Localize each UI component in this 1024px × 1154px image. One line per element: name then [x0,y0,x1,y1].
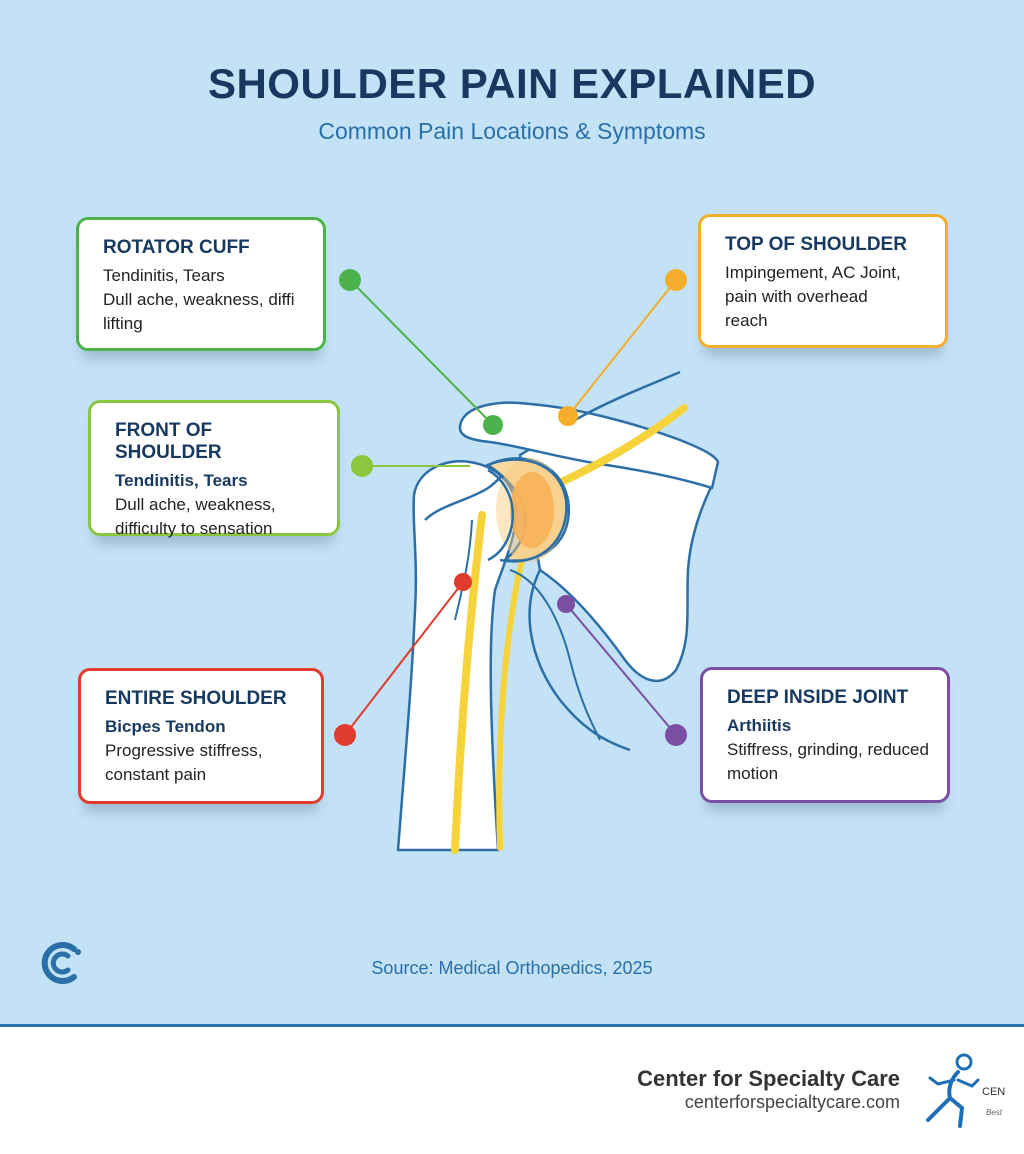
marker-rotator-cuff-outer [339,269,361,291]
scapula-lower-edge [528,569,631,752]
source-citation: Source: Medical Orthopedics, 2025 [371,958,653,978]
page-title: SHOULDER PAIN EXPLAINED [207,60,817,107]
marker-entire-outer [334,724,356,746]
footer-divider [0,1024,1024,1027]
card-top-of-shoulder: TOP OF SHOULDER Impingement, AC Joint, p… [698,214,948,348]
joint-inflammation [510,472,554,548]
shoulder-anatomy-diagram [334,269,720,854]
marker-rotator-cuff-inner [483,415,503,435]
card-description: Progressive stiffress, constant pain [105,741,263,784]
joint-inflammation-glow [496,458,564,562]
card-subtitle: Impingement, AC Joint, [725,263,901,282]
card-title: DEEP INSIDE JOINT [727,687,909,708]
card-front-of-shoulder: FRONT OF SHOULDER Tendinitis, Tears Dull… [88,400,340,538]
card-entire-shoulder: ENTIRE SHOULDER Bicpes Tendon Progressiv… [78,668,324,804]
acromion [458,401,720,490]
card-subtitle: Tendinitis, Tears [103,266,225,285]
card-description: Stiffress, grinding, reduced motion [727,740,929,783]
card-subtitle: Tendinitis, Tears [115,471,248,490]
card-title: ENTIRE SHOULDER [105,688,287,709]
biceps-tendon [451,511,486,854]
marker-top-inner [558,406,578,426]
marker-front-outer [351,455,373,477]
org-url[interactable]: centerforspecialtycare.com [684,1092,900,1112]
scapula-ridge [574,370,681,422]
connector-top-of-shoulder [567,279,677,417]
card-subtitle: Arthiitis [727,716,792,735]
connector-rotator-cuff [349,279,494,426]
running-figure-icon [926,1053,980,1128]
connector-deep-inside-joint [565,603,677,736]
card-subtitle: Bicpes Tendon [105,717,226,736]
card-title: FRONT OF SHOULDER [115,420,222,463]
card-description: pain with overhead reach [725,287,868,330]
emblem-tagline: Best [986,1108,1003,1117]
card-title: ROTATOR CUFF [103,237,250,258]
card-rotator-cuff: ROTATOR CUFF Tendinitis, Tears Dull ache… [76,217,326,351]
marker-deep-inner [557,595,575,613]
humeral-head-outline [487,468,515,562]
glenoid-rim [487,458,568,563]
card-description: Dull ache, weakness, difficulty to sensa… [115,495,276,538]
card-description: Dull ache, weakness, diffi lifting [103,290,295,333]
marker-deep-outer [665,724,687,746]
deep-muscle-line [509,569,601,741]
emblem-abbreviation: CEN [982,1086,1006,1098]
org-name: Center for Specialty Care [637,1066,900,1091]
marker-top-outer [665,269,687,291]
marker-entire-inner [454,573,472,591]
card-title: TOP OF SHOULDER [725,234,907,255]
connector-entire-shoulder [344,581,464,736]
page-subtitle: Common Pain Locations & Symptoms [318,118,706,144]
card-deep-inside-joint: DEEP INSIDE JOINT Arthiitis Stiffress, g… [700,667,950,803]
long-tendon [496,557,525,851]
c-logo-icon [41,942,81,984]
